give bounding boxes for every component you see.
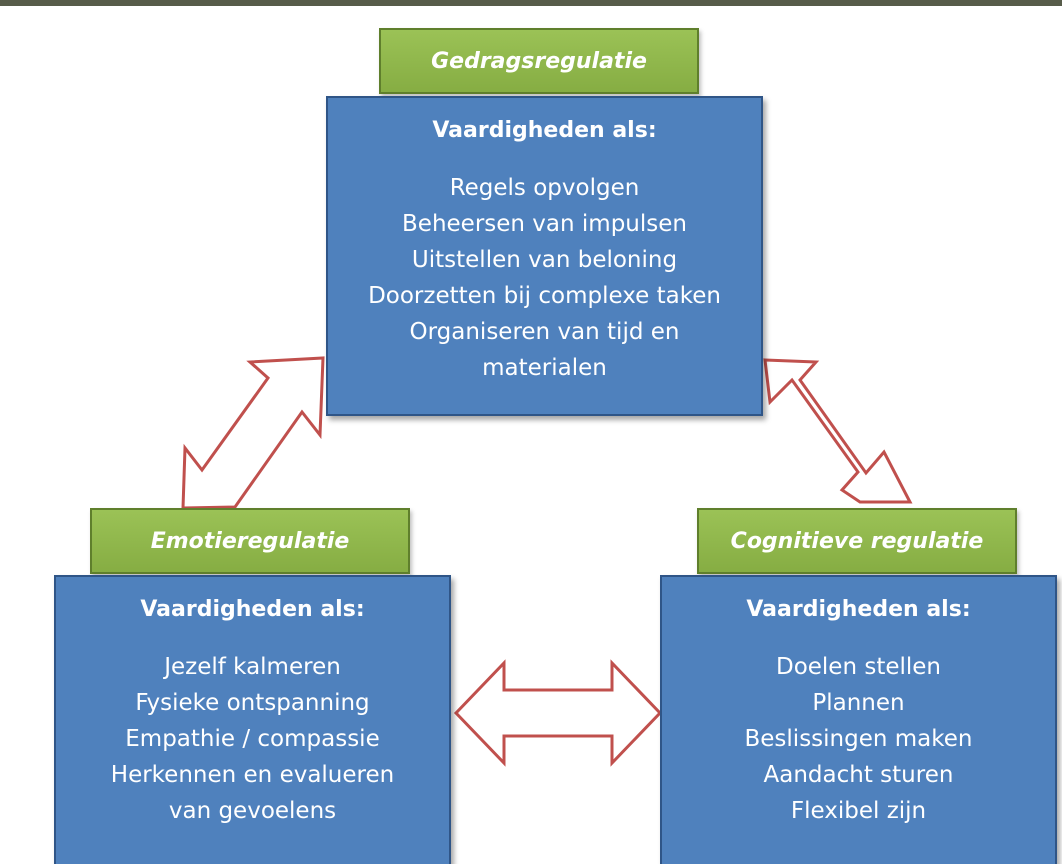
skill-item: Aandacht sturen [763,762,954,788]
skill-item: Organiseren van tijd en [409,319,680,345]
skill-item: Doelen stellen [775,654,942,680]
skill-item: Herkennen en evalueren [110,762,395,788]
skill-item: Empathie / compassie [125,726,380,752]
skill-item: Regels opvolgen [449,175,640,201]
arrow-gedrag-cognitief [763,358,913,504]
skills-list-emotieregulatie: Jezelf kalmeren Fysieke ontspanning Empa… [56,649,449,829]
skills-list-cognitieve-regulatie: Doelen stellen Plannen Beslissingen make… [662,649,1055,829]
arrow-emotie-cognitief [453,659,663,767]
title-cognitieve-regulatie: Cognitieve regulatie [730,528,984,554]
box-emotieregulatie: Vaardigheden als: Jezelf kalmeren Fysiek… [54,575,451,864]
header-emotieregulatie: Emotieregulatie [90,508,410,574]
skills-list-gedragsregulatie: Regels opvolgen Beheersen van impulsen U… [328,170,761,386]
skill-item: Beheersen van impulsen [402,211,687,237]
arrow-gedrag-emotie [181,356,325,510]
box-cognitieve-regulatie: Vaardigheden als: Doelen stellen Plannen… [660,575,1057,864]
skill-item: Fysieke ontspanning [135,690,370,716]
skill-item: Beslissingen maken [744,726,973,752]
top-border-line [0,0,1062,6]
heading-emotieregulatie: Vaardigheden als: [140,597,365,622]
skill-item: van gevoelens [168,798,337,824]
title-gedragsregulatie: Gedragsregulatie [431,48,647,74]
skill-item: Jezelf kalmeren [164,654,341,680]
title-emotieregulatie: Emotieregulatie [150,528,350,554]
header-gedragsregulatie: Gedragsregulatie [379,28,699,94]
skill-item: Flexibel zijn [790,798,927,824]
skill-item: Uitstellen van beloning [411,247,678,273]
heading-cognitieve-regulatie: Vaardigheden als: [746,597,971,622]
heading-gedragsregulatie: Vaardigheden als: [432,118,657,143]
box-gedragsregulatie: Vaardigheden als: Regels opvolgen Beheer… [326,96,763,416]
header-cognitieve-regulatie: Cognitieve regulatie [697,508,1017,574]
skill-item: Doorzetten bij complexe taken [368,283,721,309]
skill-item: materialen [482,355,607,381]
skill-item: Plannen [812,690,905,716]
